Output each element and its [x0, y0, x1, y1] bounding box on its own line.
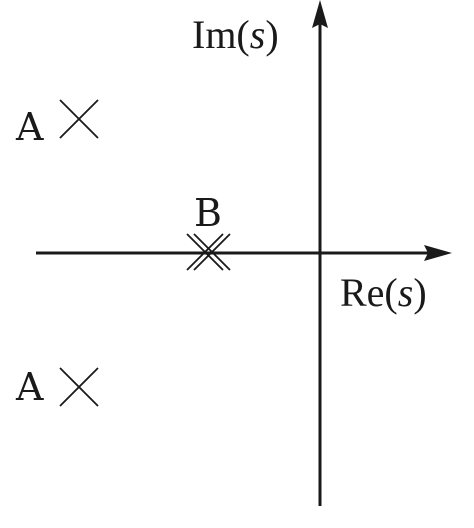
pole-label-b: B: [194, 191, 222, 235]
imaginary-axis-arrow-icon: [312, 0, 328, 28]
real-axis-arrow-icon: [424, 245, 452, 261]
pole-marker-a-upper-icon: [59, 99, 99, 139]
imaginary-axis-label: Im(s): [192, 12, 279, 57]
real-axis-label: Re(s): [340, 270, 427, 315]
pole-label-a-upper: A: [15, 105, 44, 149]
pole-marker-b-double-icon: [186, 233, 231, 271]
pole-label-a-lower: A: [15, 365, 44, 409]
pole-marker-a-lower-icon: [59, 367, 99, 407]
